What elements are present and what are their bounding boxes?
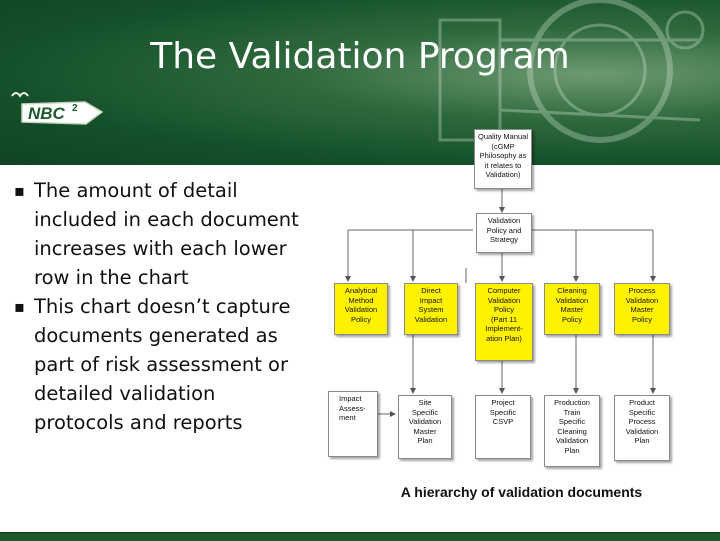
background-machinery-image: [438, 0, 705, 143]
computer-validation-policy-box: Computer Validation Policy (Part 11 Impl…: [475, 283, 533, 361]
process-validation-policy-box: Process Validation Master Policy: [614, 283, 670, 335]
impact-assessment-box: Impact Assess- ment: [328, 391, 378, 457]
site-vmp-box: Site Specific Validation Master Plan: [398, 395, 452, 459]
direct-impact-system-box: Direct Impact System Validation: [404, 283, 458, 335]
project-csvp-box: Project Specific CSVP: [475, 395, 531, 459]
validation-hierarchy-diagram: Quality Manual (cGMP Philosophy as it re…: [318, 118, 718, 478]
validation-policy-box: Validation Policy and Strategy: [476, 213, 532, 253]
nbc2-logo: NBC 2: [11, 92, 104, 125]
svg-text:NBC: NBC: [28, 104, 66, 123]
quality-manual-box: Quality Manual (cGMP Philosophy as it re…: [474, 129, 532, 189]
bullet-point: The amount of detail included in each do…: [14, 176, 304, 292]
diagram-caption: A hierarchy of validation documents: [400, 484, 643, 500]
bullet-point: This chart doesn’t capture documents gen…: [14, 292, 304, 437]
header-banner: The Validation Program NBC 2: [0, 0, 720, 165]
bullet-list: The amount of detail included in each do…: [14, 176, 304, 437]
footer-bar: [0, 532, 720, 541]
slide-title: The Validation Program: [150, 36, 570, 77]
cleaning-validation-policy-box: Cleaning Validation Master Policy: [544, 283, 600, 335]
analytical-method-policy-box: Analytical Method Validation Policy: [334, 283, 388, 335]
process-validation-plan-box: Product Specific Process Validation Plan: [614, 395, 670, 461]
svg-text:2: 2: [72, 103, 78, 114]
cleaning-validation-plan-box: Production Train Specific Cleaning Valid…: [544, 395, 600, 467]
connector-lines: [345, 188, 656, 417]
